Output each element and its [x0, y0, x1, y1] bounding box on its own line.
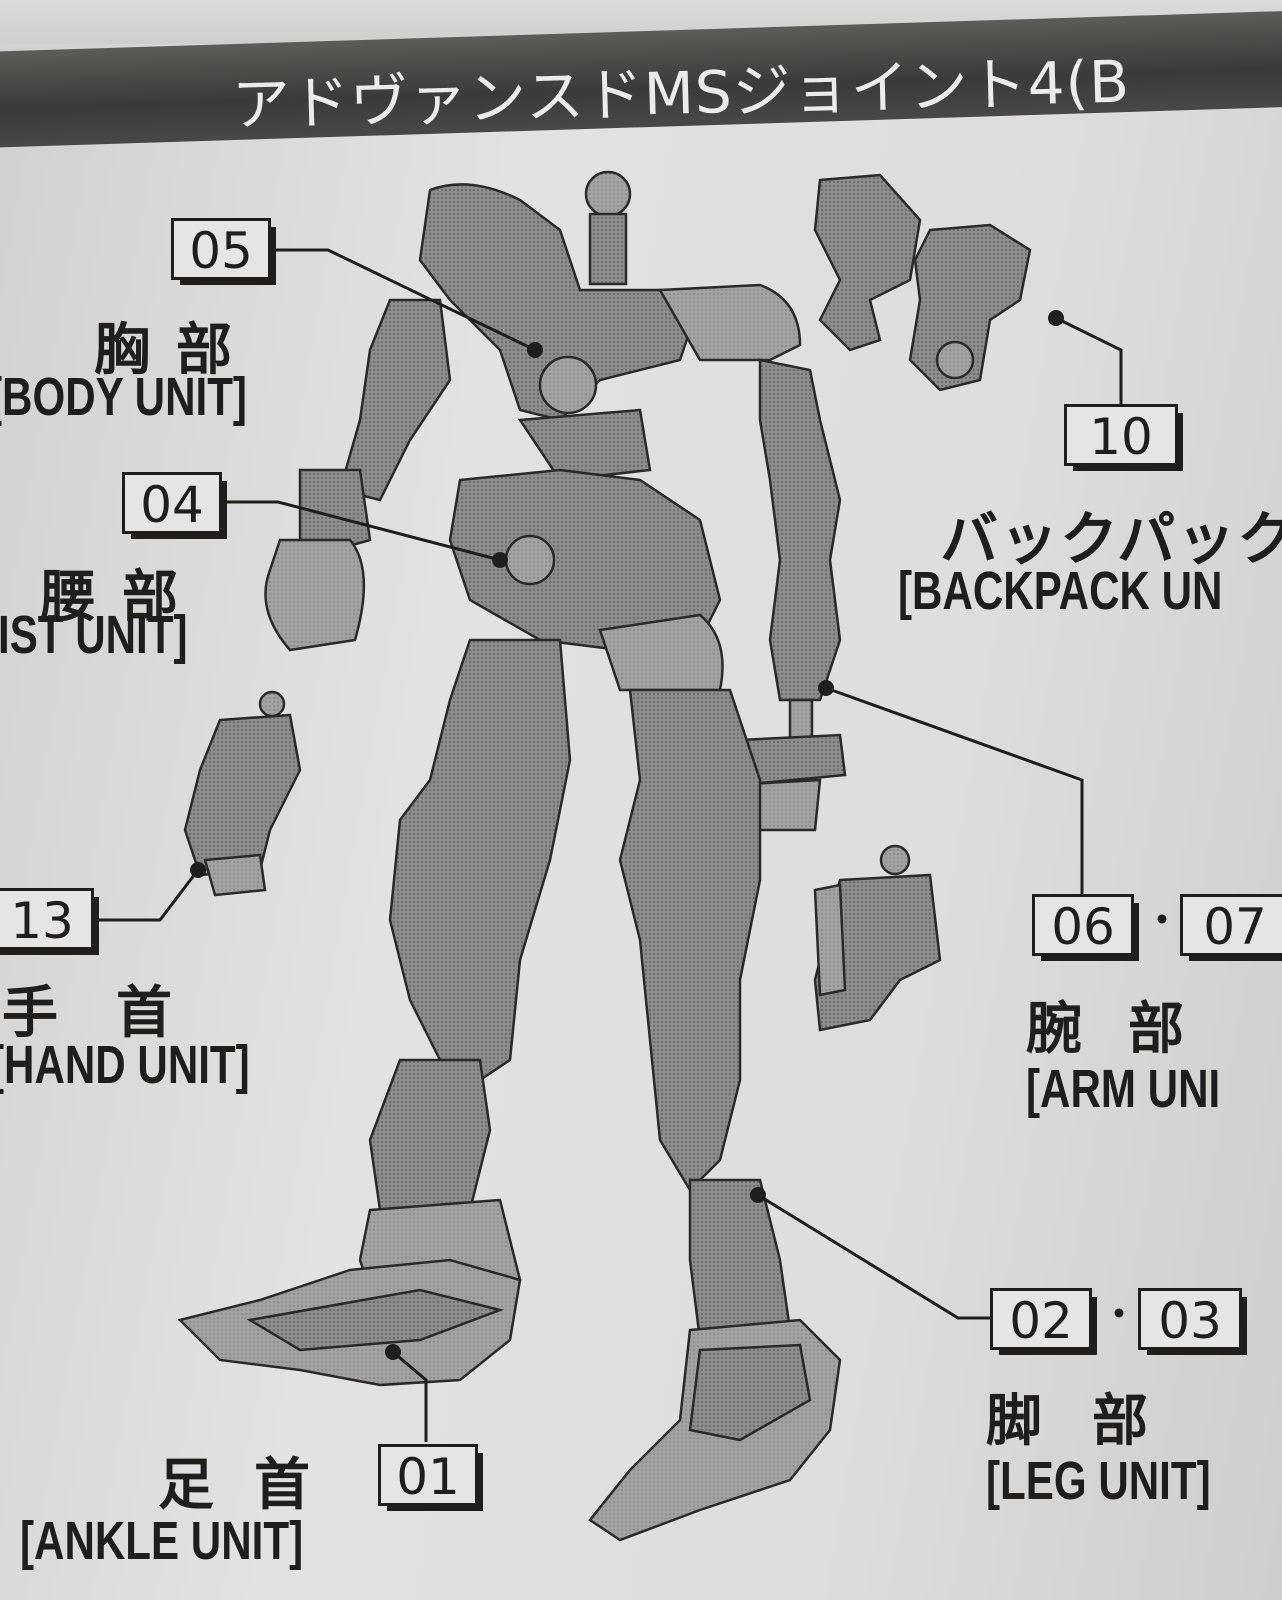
body-part-number: 05 [171, 218, 276, 285]
body-label-en: [BODY UNIT] [0, 367, 247, 427]
leader-line-ankle [392, 1350, 428, 1442]
leg-part-number-1: 02 [990, 1288, 1097, 1355]
leader-line-body [270, 248, 536, 352]
waist-label-en: IST UNIT] [0, 605, 188, 665]
leader-line-waist [220, 500, 501, 562]
leader-dot-waist [492, 552, 508, 568]
leader-dot-hand [190, 862, 206, 878]
leg-label-en: [LEG UNIT] [986, 1451, 1211, 1511]
leg-label-jp: 脚部 [986, 1389, 1198, 1454]
leader-dots [190, 310, 1064, 1360]
hand-part-number: 13 [0, 888, 99, 955]
arm-number-separator: ・ [1141, 896, 1184, 945]
right-arm-part [264, 298, 452, 652]
hand-unit-part-left [183, 690, 302, 897]
backpack-label-jp: バックパック [940, 505, 1282, 573]
leg-part-number-2: 03 [1138, 1288, 1247, 1355]
backpack-unit-part [813, 173, 1032, 392]
waist-part-number: 04 [122, 472, 227, 539]
ankle-part-number: 01 [378, 1444, 483, 1511]
leader-line-arm [825, 686, 1084, 894]
leader-line-hand [96, 869, 200, 922]
hand-label-jp: 手首 [2, 981, 230, 1046]
leader-lines [96, 248, 1123, 1442]
arm-label-jp: 腕部 [1026, 997, 1230, 1062]
arm-part-number-2: 07 [1180, 894, 1282, 961]
leader-dot-arm [818, 680, 834, 696]
body-label-jp: 胸部 [94, 318, 258, 383]
left-foot-part [588, 1318, 842, 1542]
waist-unit-part [448, 468, 724, 692]
leader-dot-body [527, 342, 543, 358]
backpack-part-number: 10 [1064, 404, 1183, 471]
body-unit-part [418, 183, 802, 482]
leader-line-backpack [1055, 316, 1123, 404]
hand-unit-part-right [813, 844, 942, 1032]
figure-head [584, 170, 632, 286]
ankle-label-jp: 足首 [158, 1453, 350, 1518]
left-arm-part [728, 358, 847, 832]
ankle-label-en: [ANKLE UNIT] [20, 1511, 304, 1571]
left-leg-part [618, 688, 792, 1362]
backpack-label-en: [BACKPACK UN [898, 561, 1223, 621]
arm-label-en: [ARM UNI [1026, 1059, 1221, 1119]
leader-dot-leg [750, 1187, 766, 1203]
right-leg-part [358, 638, 572, 1342]
leg-number-separator: ・ [1098, 1290, 1141, 1339]
waist-label-jp: 腰部 [40, 565, 204, 630]
leader-dot-ankle [385, 1344, 401, 1360]
hand-label-en: [HAND UNIT] [0, 1035, 250, 1095]
leader-line-leg [757, 1193, 990, 1320]
right-foot-part [177, 1258, 522, 1387]
arm-part-number-1: 06 [1032, 894, 1139, 961]
leader-dot-backpack [1048, 310, 1064, 326]
